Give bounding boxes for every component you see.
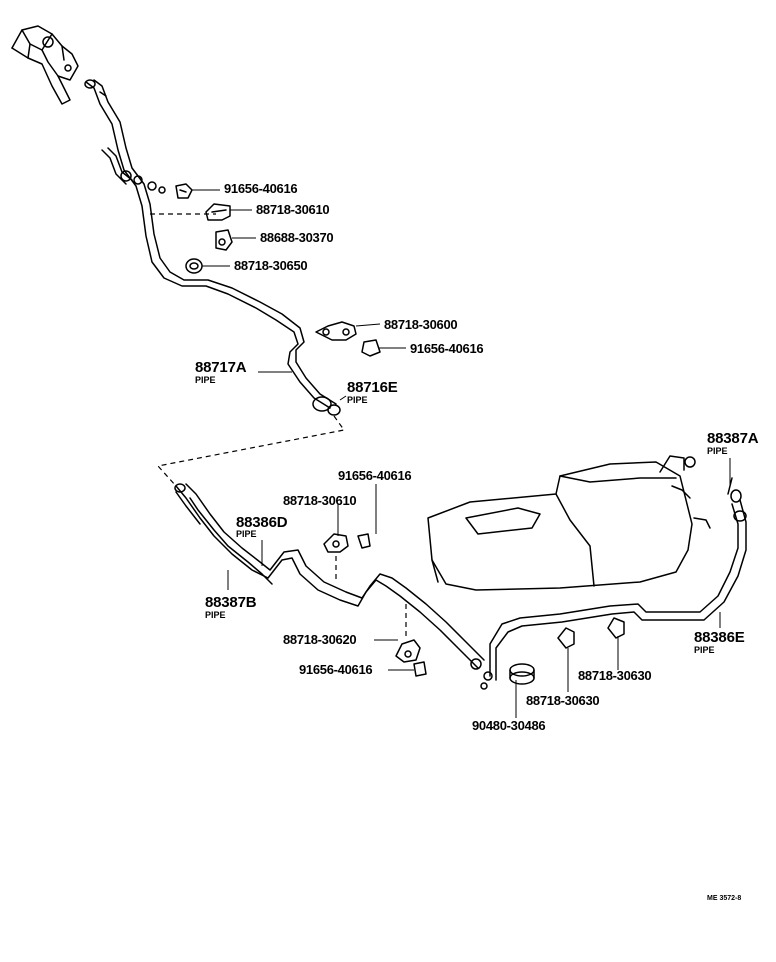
bolt-91656-40616-c [357, 533, 371, 549]
clamp-88718-30610-a [205, 203, 231, 221]
clip-88718-30630-b [607, 617, 625, 639]
bolt-91656-40616-b [361, 339, 381, 357]
pipe-88717a [84, 79, 341, 416]
label-91656-40616-d: 91656-40616 [299, 662, 373, 677]
drawing-code: ME 3572-8 [707, 895, 742, 902]
label-88716e: 88716E [347, 379, 398, 396]
label-88387b: 88387B [205, 594, 257, 611]
label-88718-30630-b: 88718-30630 [578, 668, 652, 683]
label-88386e-pipe: PIPE [694, 645, 715, 655]
clamp-88718-30610-b [323, 533, 349, 553]
mounting-bracket [11, 25, 79, 105]
label-90480-30486: 90480-30486 [472, 718, 546, 733]
label-88718-30620: 88718-30620 [283, 632, 357, 647]
label-88718-30600: 88718-30600 [384, 317, 458, 332]
label-91656-40616-b: 91656-40616 [410, 341, 484, 356]
label-88718-30610-b: 88718-30610 [283, 493, 357, 508]
label-91656-40616-a: 91656-40616 [224, 181, 298, 196]
clamp-88718-30600 [315, 321, 357, 341]
bolt-91656-40616-d [413, 661, 427, 677]
leader-88718-30600 [355, 323, 381, 327]
grommet-88718-30650 [185, 258, 203, 274]
label-88387b-pipe: PIPE [205, 610, 226, 620]
label-88718-30610-a: 88718-30610 [256, 202, 330, 217]
fuel-tank [427, 455, 711, 591]
label-88717a: 88717A [195, 359, 247, 376]
label-88716e-pipe: PIPE [347, 395, 368, 405]
label-88386d-pipe: PIPE [236, 529, 257, 539]
label-88386e: 88386E [694, 629, 745, 646]
label-88718-30650: 88718-30650 [234, 258, 308, 273]
label-88717a-pipe: PIPE [195, 375, 216, 385]
label-88688-30370: 88688-30370 [260, 230, 334, 245]
clip-88718-30630-a [557, 627, 575, 649]
label-88386d: 88386D [236, 514, 288, 531]
grommet-90480-30486 [509, 663, 535, 685]
pipe-88387b [174, 483, 493, 690]
label-88387a: 88387A [707, 430, 759, 447]
pipe-88386e [489, 477, 747, 681]
dash-link-pipes [156, 415, 346, 487]
label-88718-30630-a: 88718-30630 [526, 693, 600, 708]
clamp-bolt-91656-40616-a [175, 183, 193, 199]
clamp-88718-30620 [395, 639, 421, 663]
label-91656-40616-c: 91656-40616 [338, 468, 412, 483]
label-88387a-pipe: PIPE [707, 446, 728, 456]
leader-88716e [339, 395, 347, 401]
clamp-88688-30370 [215, 229, 233, 251]
